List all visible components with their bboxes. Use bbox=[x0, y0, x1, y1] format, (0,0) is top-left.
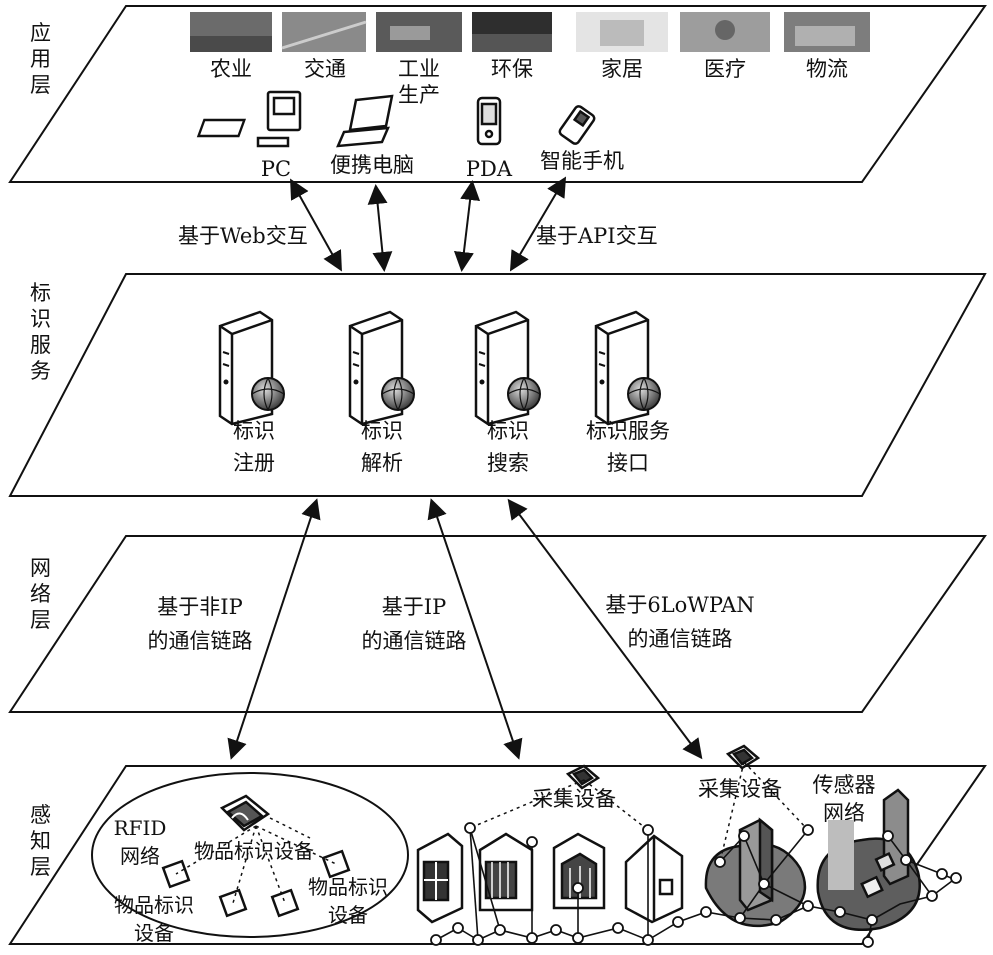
api-interaction-label: 基于API交互 bbox=[536, 224, 658, 248]
svg-text:应用层: 应用层 bbox=[30, 21, 51, 97]
app-label-traffic: 交通 bbox=[304, 57, 346, 81]
id-service-layer-plane bbox=[8, 273, 987, 497]
item-device-label-3: 物品标识设备 bbox=[114, 893, 194, 945]
sensor-network-label: 传感器网络 bbox=[813, 773, 876, 825]
item-device-label-2: 物品标识设备 bbox=[308, 875, 388, 927]
svg-text:感知层: 感知层 bbox=[30, 803, 51, 879]
svg-text:网络层: 网络层 bbox=[30, 556, 51, 632]
rfid-network-region bbox=[91, 772, 409, 938]
item-device-label-1: 物品标识设备 bbox=[194, 839, 314, 863]
server-resolve-icon bbox=[348, 310, 415, 426]
building-3-icon bbox=[552, 832, 606, 910]
app-service-arrows bbox=[290, 176, 567, 272]
web-interaction-label: 基于Web交互 bbox=[178, 224, 308, 248]
smartphone-icon bbox=[558, 105, 596, 145]
server-search-icon bbox=[474, 310, 541, 426]
network-layer-plane bbox=[8, 535, 987, 713]
sensor-dashed-links bbox=[469, 761, 809, 863]
building-2-icon bbox=[478, 832, 534, 912]
laptop-icon bbox=[336, 94, 394, 148]
app-label-agriculture: 农业 bbox=[210, 57, 252, 81]
layer-label-network: 网络层 bbox=[30, 556, 51, 632]
device-label-pda: PDA bbox=[466, 157, 513, 181]
server-register-icon bbox=[218, 310, 285, 426]
layer-label-perception: 感知层 bbox=[30, 803, 51, 879]
perception-layer-plane bbox=[8, 765, 987, 945]
sensor-cluster-1-icon bbox=[704, 817, 807, 928]
collect-device-2-icon bbox=[725, 744, 761, 770]
app-label-environment: 环保 bbox=[491, 57, 533, 81]
service-label-search: 标识搜索 bbox=[487, 419, 529, 475]
layer-label-id-service: 标识服务 bbox=[30, 281, 51, 383]
app-label-logistics: 物流 bbox=[806, 57, 848, 81]
service-label-register: 标识注册 bbox=[233, 419, 275, 475]
svg-text:标识服务: 标识服务 bbox=[30, 281, 51, 383]
sensor-nodes bbox=[430, 822, 962, 948]
service-perception-arrows bbox=[227, 498, 703, 760]
collect-device-1-icon bbox=[565, 764, 601, 790]
buildings bbox=[416, 832, 684, 924]
rfid-links bbox=[175, 817, 337, 904]
rfid-reader-icon bbox=[219, 794, 271, 832]
service-label-resolve: 标识解析 bbox=[361, 419, 403, 475]
traffic-image bbox=[282, 12, 366, 52]
app-label-home: 家居 bbox=[601, 57, 643, 81]
building-4-icon bbox=[624, 834, 684, 924]
device-label-pc: PC bbox=[261, 157, 291, 181]
pc-icon bbox=[196, 90, 302, 148]
collect-device-label-2: 采集设备 bbox=[698, 777, 782, 801]
layer-label-application: 应用层 bbox=[30, 21, 51, 97]
server-interface-icon bbox=[594, 310, 661, 426]
application-layer-plane bbox=[8, 5, 987, 183]
collect-device-label-1: 采集设备 bbox=[532, 787, 616, 811]
device-label-laptop: 便携电脑 bbox=[330, 153, 414, 177]
application-thumbnails bbox=[190, 12, 870, 52]
app-label-industry: 工业生产 bbox=[398, 57, 440, 107]
building-1-icon bbox=[416, 832, 464, 924]
device-label-smartphone: 智能手机 bbox=[540, 149, 624, 173]
service-label-interface: 标识服务接口 bbox=[586, 419, 670, 475]
pda-icon bbox=[476, 96, 502, 146]
app-label-medical: 医疗 bbox=[704, 57, 746, 81]
